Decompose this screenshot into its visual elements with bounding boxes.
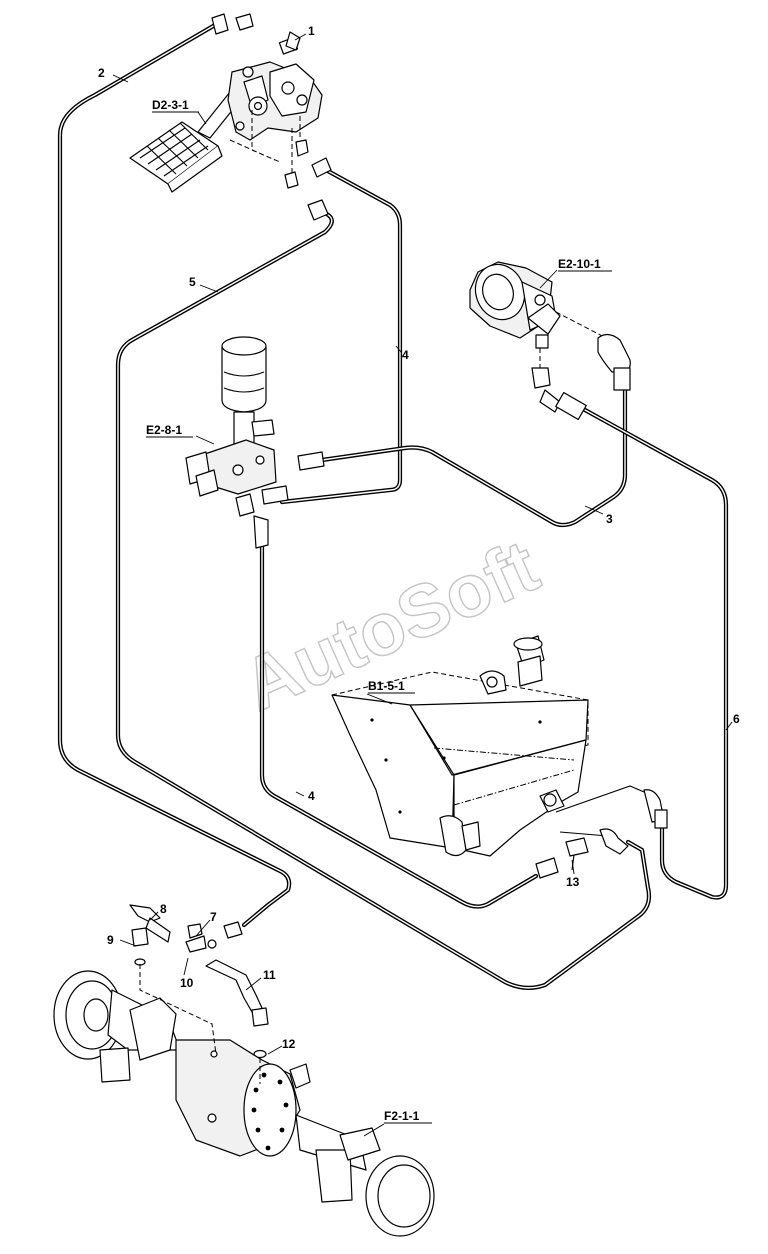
callout-1: 1 [308,24,315,38]
accumulator-valve [185,336,325,549]
ref-brake-pedal: D2-3-1 [152,98,189,112]
callout-4: 4 [402,348,409,362]
callout-11: 11 [263,968,276,982]
hydraulic-pump [469,261,631,421]
leader-lines [112,33,733,1137]
ref-accumulator-valve: E2-8-1 [146,423,182,437]
drive-axle [53,904,435,1237]
reference-labels: D2-3-1 E2-10-1 E2-8-1 B1-5-1 F2-1-1 [146,98,612,1124]
ref-axle: F2-1-1 [384,1109,420,1123]
brake-pedal-assembly [129,13,332,221]
callout-5: 5 [189,275,196,289]
callout-10: 10 [180,976,194,990]
hose-4-upper [279,167,403,505]
callout-13: 13 [566,875,580,889]
callout-3: 3 [606,512,613,526]
callout-9: 9 [107,933,114,947]
callout-7: 7 [210,910,217,924]
hose-5 [115,209,652,990]
callout-12: 12 [282,1037,296,1051]
hose-6 [582,407,729,900]
watermark: AutoSoft [231,524,550,727]
ref-tank: B1-5-1 [368,679,405,693]
callout-8: 8 [160,902,167,916]
hose-4-lower [259,542,539,909]
hydraulic-tank [331,635,668,879]
callout-4-lower: 4 [308,789,315,803]
hose-2 [57,22,292,928]
callouts: 1 2 3 4 4 5 6 7 8 9 10 11 12 13 [98,24,740,1051]
callout-2: 2 [98,66,105,80]
callout-6: 6 [733,712,740,726]
ref-pump: E2-10-1 [558,257,601,271]
hose-3 [319,377,628,528]
